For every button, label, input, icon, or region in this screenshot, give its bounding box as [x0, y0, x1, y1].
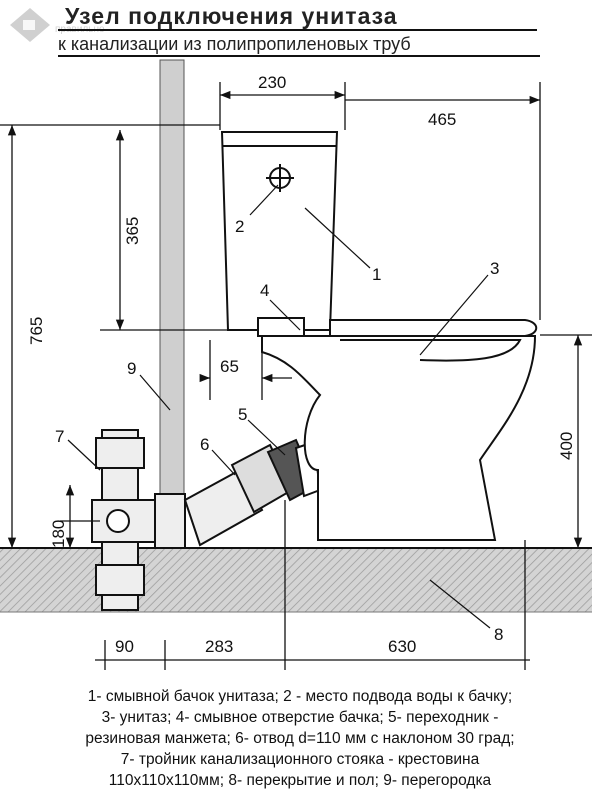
dim-90: 90 — [115, 637, 134, 656]
legend-line: резиновая манжета; 6- отвод d=110 мм с н… — [85, 730, 515, 747]
callout-4: 4 — [260, 281, 269, 300]
toilet-bowl — [261, 319, 538, 541]
partition-wall — [159, 59, 185, 549]
leader-lines — [67, 184, 491, 629]
legend-line: 7- тройник канализационного стояка - кре… — [120, 751, 480, 768]
callout-1: 1 — [372, 265, 381, 284]
title-line-1: Узел подключения унитаза — [65, 3, 398, 29]
dim-65: 65 — [220, 357, 239, 376]
dim-365: 365 — [123, 217, 142, 245]
legend-line: 3- унитаз; 4- смывное отверстие бачка; 5… — [101, 709, 499, 726]
dim-400: 400 — [557, 432, 576, 460]
callout-5: 5 — [238, 405, 247, 424]
dim-465: 465 — [428, 110, 456, 129]
dim-283: 283 — [205, 637, 233, 656]
title-line-2: к канализации из полипропиленовых труб — [58, 34, 411, 54]
dim-765: 765 — [27, 317, 46, 345]
callout-2: 2 — [235, 217, 244, 236]
dim-180: 180 — [49, 520, 68, 548]
callout-6: 6 — [200, 435, 209, 454]
dim-630: 630 — [388, 637, 416, 656]
water-inlet-icon — [266, 164, 294, 192]
legend: 1- смывной бачок унитаза; 2 - место подв… — [0, 686, 600, 791]
legend-line: 1- смывной бачок унитаза; 2 - место подв… — [87, 688, 513, 705]
dimension-lines — [0, 82, 592, 670]
callout-8: 8 — [494, 625, 503, 644]
legend-line: 110х110х110мм; 8- перекрытие и пол; 9- п… — [108, 772, 492, 789]
callout-9: 9 — [127, 359, 136, 378]
dim-230: 230 — [258, 73, 286, 92]
callout-3: 3 — [490, 259, 499, 278]
cross-fitting — [91, 429, 186, 611]
callout-7: 7 — [55, 427, 64, 446]
floor-slab — [0, 547, 592, 613]
